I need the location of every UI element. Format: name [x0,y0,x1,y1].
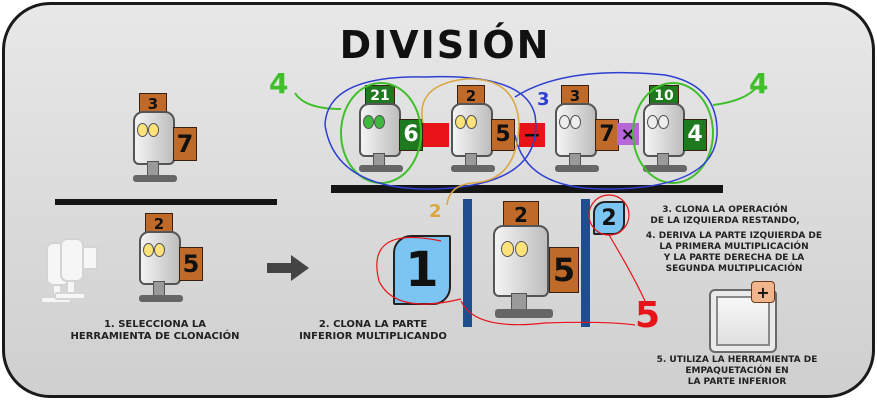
caption-step-2: 2. CLONA LA PARTE INFERIOR MULTIPLICANDO [299,319,447,342]
package-box-1[interactable]: 1 [393,235,451,305]
minus-operator: − [519,123,545,148]
robot-body [359,103,401,157]
robot-foot [555,165,599,172]
robot-eye [143,243,154,257]
robot-foot [495,309,553,318]
annotation-5: 5 [635,295,661,336]
left-fraction-bar [55,199,277,205]
robot-eye [466,115,477,129]
annotation-strokes [294,71,758,326]
robot-eye [363,115,374,129]
top-fraction-bar [331,185,723,193]
robot-eye [154,243,165,257]
robot-eye [137,123,148,137]
robot-side-value: 5 [491,119,515,151]
left-blue-divider [463,199,472,327]
robot-expr-1[interactable]: 21 6 [359,85,429,185]
robot-body [555,103,597,157]
robot-expr-3[interactable]: 3 7 [555,85,625,185]
annotation-3: 3 [537,89,550,110]
caption-step-5: 5. UTILIZA LA HERRAMIENTA DE EMPAQUETACI… [656,355,818,387]
robot-expr-4[interactable]: 10 4 [643,85,713,185]
robot-eye [455,115,466,129]
robot-left-bottom[interactable]: 2 5 [139,213,209,313]
annotation-4-left: 4 [269,67,289,100]
page-title: DIVISIÓN [339,23,551,67]
robot-body [139,231,181,285]
robot-eye [374,115,385,129]
caption-step-3: 3. CLONA LA OPERACIÓN DE LA IZQUIERDA RE… [650,205,800,226]
annotation-4-right: 4 [749,67,769,100]
robot-center[interactable]: 2 5 [493,201,583,331]
robot-top-left[interactable]: 3 7 [133,93,203,193]
operator-red-square [423,123,449,147]
plus-icon[interactable]: + [751,281,775,303]
robot-eye [658,115,669,129]
robot-foot [359,165,403,172]
robot-foot [451,165,495,172]
robot-foot [133,175,177,182]
robot-expr-2[interactable]: 2 5 [451,85,521,185]
robot-eye [647,115,658,129]
right-arrow-icon [267,255,309,281]
annotation-2: 2 [429,201,442,222]
robot-side-value: 4 [683,119,707,151]
robot-side-value: 7 [173,127,197,161]
robot-foot [643,165,687,172]
package-box-2[interactable]: 2 [593,201,625,235]
right-blue-divider [581,199,590,327]
robot-eye [501,241,514,257]
caption-step-1: 1. SELECCIONA LA HERRAMIENTA DE CLONACIÓ… [70,319,240,342]
robot-side-value: 5 [179,247,203,281]
robot-body [493,225,549,297]
clone-tool-icon[interactable] [39,233,159,353]
robot-hat: 2 [503,201,539,229]
robot-eye [515,241,528,257]
robot-eye [559,115,570,129]
robot-side-value: 5 [549,247,579,293]
robot-foot [139,295,183,302]
robot-eye [570,115,581,129]
robot-hat: 21 [365,85,395,107]
caption-step-4: 4. DERIVA LA PARTE IZQUIERDA DE LA PRIME… [645,231,823,274]
robot-eye [148,123,159,137]
